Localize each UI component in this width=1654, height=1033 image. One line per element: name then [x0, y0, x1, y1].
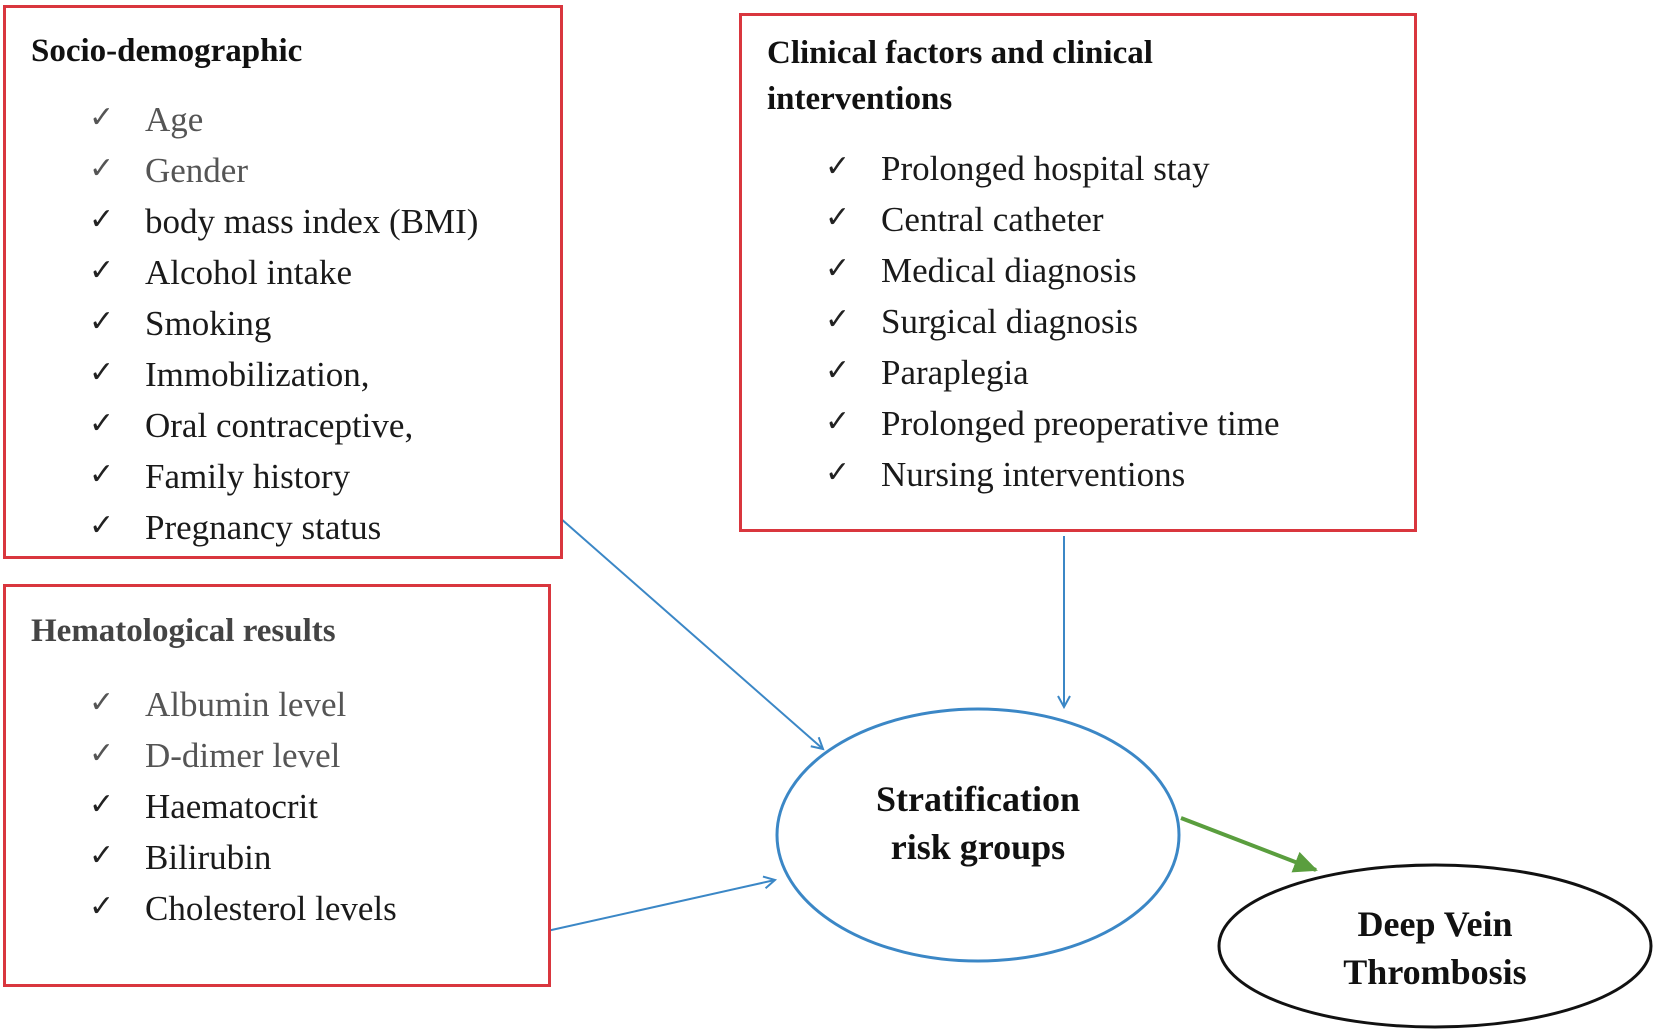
hematological-item-label: Albumin level: [145, 685, 347, 724]
checkmark-icon: ✓: [825, 251, 851, 286]
checkmark-icon: ✓: [89, 685, 115, 720]
stratification-label: Stratification risk groups: [828, 775, 1128, 871]
socio-demographic-item-label: Gender: [145, 151, 249, 190]
checkmark-icon: ✓: [825, 149, 851, 184]
socio-demographic-item-label: Immobilization,: [145, 355, 370, 394]
socio-demographic-item-label: Alcohol intake: [145, 253, 353, 292]
outcome-label: Deep Vein Thrombosis: [1285, 900, 1585, 996]
checkmark-icon: ✓: [89, 100, 115, 135]
socio-demographic-item-label: Pregnancy status: [145, 508, 382, 547]
checkmark-icon: ✓: [89, 406, 115, 441]
checkmark-icon: ✓: [825, 200, 851, 235]
outcome-line2: Thrombosis: [1343, 952, 1527, 992]
checkmark-icon: ✓: [825, 404, 851, 439]
arrow-hematological-to-stratification: [546, 880, 775, 932]
checkmark-icon: ✓: [89, 508, 115, 543]
hematological-item-label: D-dimer level: [145, 736, 341, 775]
hematological-item-label: Haematocrit: [145, 787, 318, 826]
clinical-title-line2: interventions: [767, 81, 953, 117]
stratification-line1: Stratification: [876, 779, 1080, 819]
checkmark-icon: ✓: [89, 787, 115, 822]
clinical-item-label: Nursing interventions: [881, 455, 1186, 494]
hematological-box: Hematological results ✓ Albumin level ✓ D-d…: [3, 584, 551, 987]
outcome-line1: Deep Vein: [1357, 904, 1513, 944]
checkmark-icon: ✓: [89, 736, 115, 771]
checkmark-icon: ✓: [89, 889, 115, 924]
clinical-title: Clinical factors and clinical interventi…: [767, 30, 1153, 122]
checkmark-icon: ✓: [89, 202, 115, 237]
arrow-stratification-to-outcome: [1180, 816, 1318, 873]
clinical-title-line1: Clinical factors and clinical: [767, 35, 1153, 71]
clinical-item-label: Prolonged hospital stay: [881, 149, 1210, 188]
checkmark-icon: ✓: [89, 253, 115, 288]
socio-demographic-item-label: Age: [145, 100, 204, 139]
checkmark-icon: ✓: [89, 355, 115, 390]
clinical-box: Clinical factors and clinical interventi…: [739, 13, 1417, 532]
checkmark-icon: ✓: [89, 838, 115, 873]
socio-demographic-item-label: Family history: [145, 457, 351, 496]
arrow-socio-to-stratification: [542, 502, 823, 749]
checkmark-icon: ✓: [89, 304, 115, 339]
clinical-item-label: Paraplegia: [881, 353, 1029, 392]
socio-demographic-box: Socio-demographic ✓ Age ✓ Gender ✓ body mass …: [3, 5, 563, 559]
hematological-item-label: Bilirubin: [145, 838, 272, 877]
hematological-title: Hematological results: [31, 613, 336, 649]
checkmark-icon: ✓: [89, 151, 115, 186]
checkmark-icon: ✓: [89, 457, 115, 492]
socio-demographic-item-label: Oral contraceptive,: [145, 406, 414, 445]
checkmark-icon: ✓: [825, 302, 851, 337]
outcome-ellipse: [1217, 863, 1653, 1029]
stratification-ellipse: [775, 707, 1181, 963]
checkmark-icon: ✓: [825, 455, 851, 490]
clinical-item-label: Surgical diagnosis: [881, 302, 1138, 341]
socio-demographic-item-label: body mass index (BMI): [145, 202, 479, 241]
hematological-item-label: Cholesterol levels: [145, 889, 397, 928]
stratification-line2: risk groups: [890, 827, 1066, 867]
socio-demographic-item-label: Smoking: [145, 304, 272, 343]
checkmark-icon: ✓: [825, 353, 851, 388]
clinical-item-label: Central catheter: [881, 200, 1104, 239]
clinical-item-label: Medical diagnosis: [881, 251, 1137, 290]
socio-demographic-title: Socio-demographic: [31, 33, 303, 69]
clinical-item-label: Prolonged preoperative time: [881, 404, 1280, 443]
